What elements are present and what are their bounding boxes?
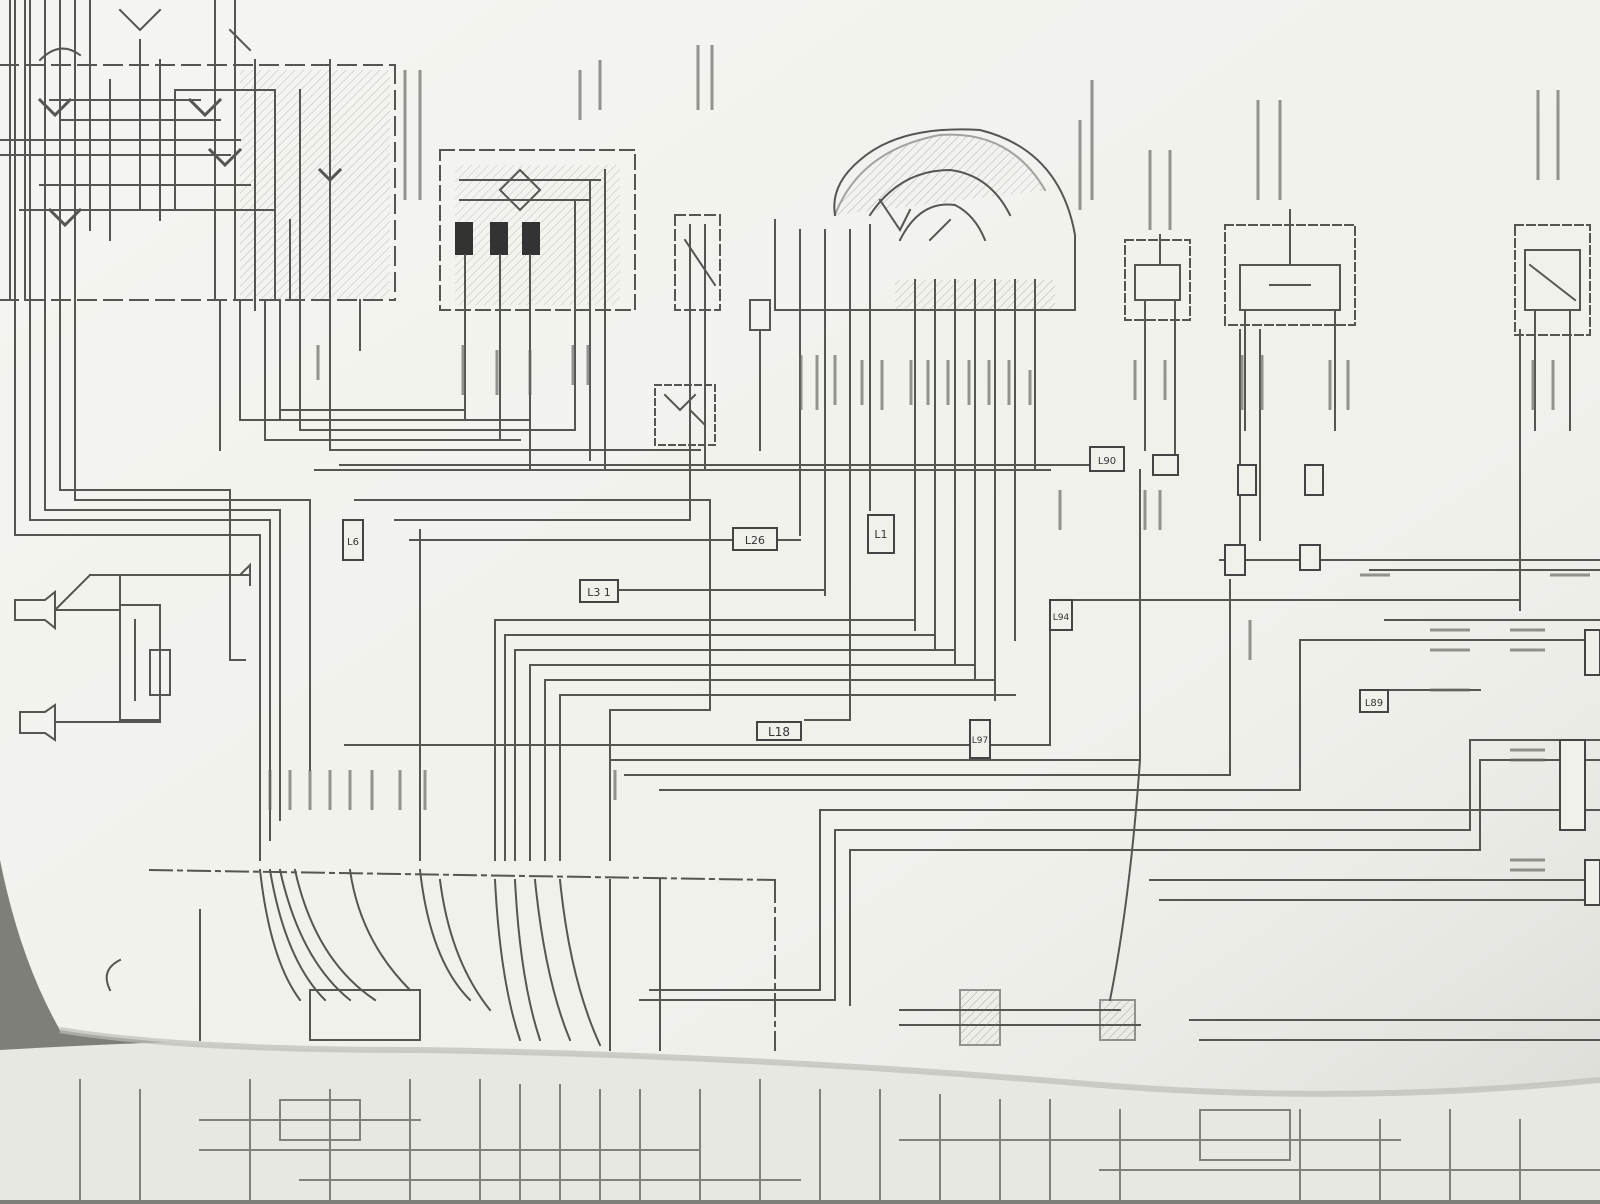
bus-line-dash-dot [148, 868, 777, 882]
label-l94-text: L94 [1053, 613, 1070, 623]
label-l26-text: L26 [745, 534, 765, 547]
switch-component [654, 214, 771, 446]
lamp-group-left [14, 562, 251, 742]
label-l18-text: L18 [768, 725, 790, 739]
label-l97: L97 [969, 719, 991, 759]
wire-code-marks [268, 45, 1590, 872]
label-l3-text: L3 1 [587, 586, 611, 599]
connector-boxes-small [1152, 454, 1600, 906]
wires-lower [105, 758, 1600, 1051]
label-l6: L6 [342, 519, 364, 561]
label-l90: L90 [1089, 446, 1125, 472]
label-l3: L3 1 [579, 579, 619, 603]
label-l18: L18 [756, 721, 802, 741]
label-l6-text: L6 [347, 537, 359, 548]
label-l26: L26 [732, 527, 778, 551]
relay-center [1224, 209, 1356, 341]
wires-horizontal [14, 0, 1600, 901]
instrument-cluster [774, 128, 1076, 311]
label-l97-text: L97 [972, 736, 988, 746]
label-l1: L1 [867, 514, 895, 554]
lower-page-diagram [79, 1079, 1600, 1201]
fuse-box [439, 149, 636, 311]
label-l1-text: L1 [874, 528, 887, 541]
label-l90-text: L90 [1098, 456, 1116, 467]
relay-left [1124, 234, 1191, 331]
label-l94: L94 [1049, 599, 1073, 631]
relay-right [1514, 224, 1591, 346]
label-l89: L89 [1359, 689, 1389, 713]
connector-block-top-left [0, 0, 396, 311]
label-l89-text: L89 [1365, 698, 1383, 709]
